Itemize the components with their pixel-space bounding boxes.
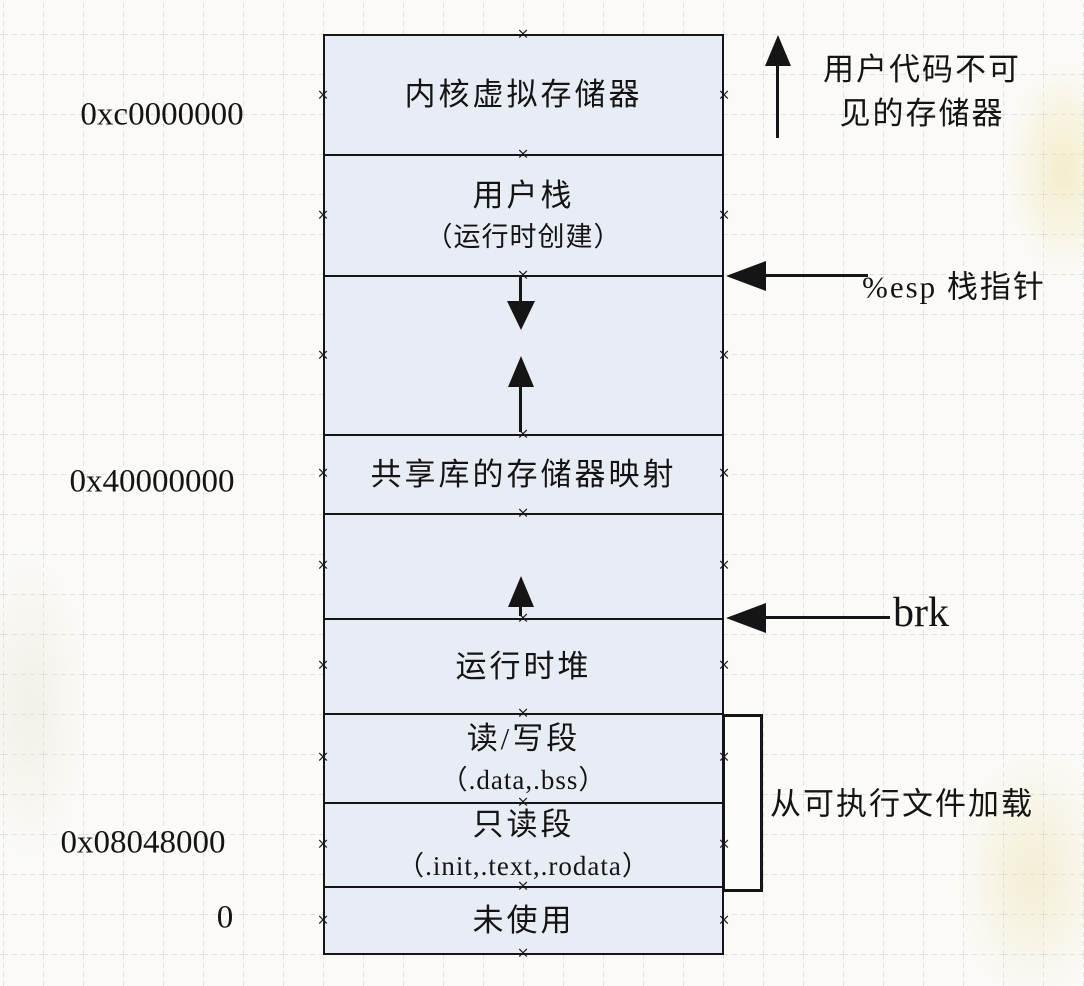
anchor-mark: × [516,503,530,522]
stack-grow-down-arrow-icon [519,277,522,303]
kernel-invisible-up-arrowhead-icon [765,35,791,66]
segment-unused: 未使用 [325,888,722,953]
anchor-mark: × [717,747,731,766]
anchor-mark: × [717,463,731,482]
anchor-mark: × [316,85,330,104]
anchor-mark: × [316,910,330,929]
segment-shared-libs: 共享库的存储器映射 [325,436,722,515]
mmap-grow-up-arrowhead-icon [508,356,534,387]
anchor-mark: × [316,555,330,574]
brk-pointer-arrowhead-icon [726,603,766,633]
brk-pointer-arrow-icon [764,616,890,619]
segment-ro-sublabel: （.init,.text,.rodata） [397,851,650,881]
segment-rw-sublabel: （.data,.bss） [440,764,607,795]
anchor-mark: × [316,655,330,674]
address-label-kernel: 0xc0000000 [80,96,244,133]
kernel-invisible-note-line1: 用户代码不可 [823,52,1021,87]
anchor-mark: × [316,463,330,482]
brk-label: brk [893,590,949,636]
anchor-mark: × [516,876,530,895]
kernel-invisible-up-arrow-icon [776,60,779,138]
address-label-zero: 0 [216,899,234,936]
segment-kernel-label: 内核虚拟存储器 [404,77,643,112]
anchor-mark: × [717,555,731,574]
anchor-mark: × [717,205,731,224]
anchor-mark: × [516,703,530,722]
anchor-mark: × [516,24,530,43]
segment-gap-mmap-heap [325,515,722,620]
segment-rw: 读/写段 （.data,.bss） [325,715,722,804]
segment-user-stack-sublabel: （运行时创建） [425,221,622,252]
anchor-mark: × [516,424,530,443]
address-label-shared-libs: 0x40000000 [69,463,235,500]
anchor-mark: × [516,792,530,811]
esp-pointer-arrowhead-icon [726,261,766,291]
anchor-mark: × [516,608,530,627]
anchor-mark: × [316,834,330,853]
memory-column: 内核虚拟存储器 用户栈 （运行时创建） 共享库的存储器映射 运行时堆 读/写段 … [323,34,724,955]
segment-user-stack: 用户栈 （运行时创建） [325,156,722,277]
mmap-grow-up-arrow-icon [519,385,522,432]
stack-grow-down-arrowhead-icon [507,301,535,330]
anchor-mark: × [316,345,330,364]
segment-runtime-heap: 运行时堆 [325,620,722,715]
anchor-mark: × [717,655,731,674]
address-label-text-start: 0x08048000 [60,824,226,861]
segment-ro: 只读段 （.init,.text,.rodata） [325,804,722,888]
anchor-mark: × [516,265,530,284]
esp-pointer-label: %esp 栈指针 [862,269,1046,305]
anchor-mark: × [316,205,330,224]
anchor-mark: × [717,834,731,853]
segment-rw-label: 读/写段 [466,720,581,756]
segment-user-stack-label: 用户栈 [472,177,575,213]
heap-grow-up-arrow-icon [519,605,522,616]
segment-kernel: 内核虚拟存储器 [325,36,722,156]
segment-runtime-heap-label: 运行时堆 [455,648,592,684]
anchor-mark: × [516,144,530,163]
anchor-mark: × [717,910,731,929]
anchor-mark: × [516,943,530,962]
segment-unused-label: 未使用 [472,902,575,938]
heap-grow-up-arrowhead-icon [508,576,534,607]
segment-shared-libs-label: 共享库的存储器映射 [370,456,677,492]
segment-ro-label: 只读段 [472,807,575,842]
segment-gap-stack-mmap [325,277,722,436]
esp-pointer-arrow-icon [764,274,868,277]
kernel-invisible-note: 用户代码不可 见的存储器 [823,48,1021,136]
kernel-invisible-note-line2: 见的存储器 [839,96,1005,131]
executable-load-bracket [722,714,763,892]
anchor-mark: × [717,345,731,364]
loaded-from-executable-label: 从可执行文件加载 [770,786,1034,822]
anchor-mark: × [717,85,731,104]
anchor-mark: × [316,747,330,766]
